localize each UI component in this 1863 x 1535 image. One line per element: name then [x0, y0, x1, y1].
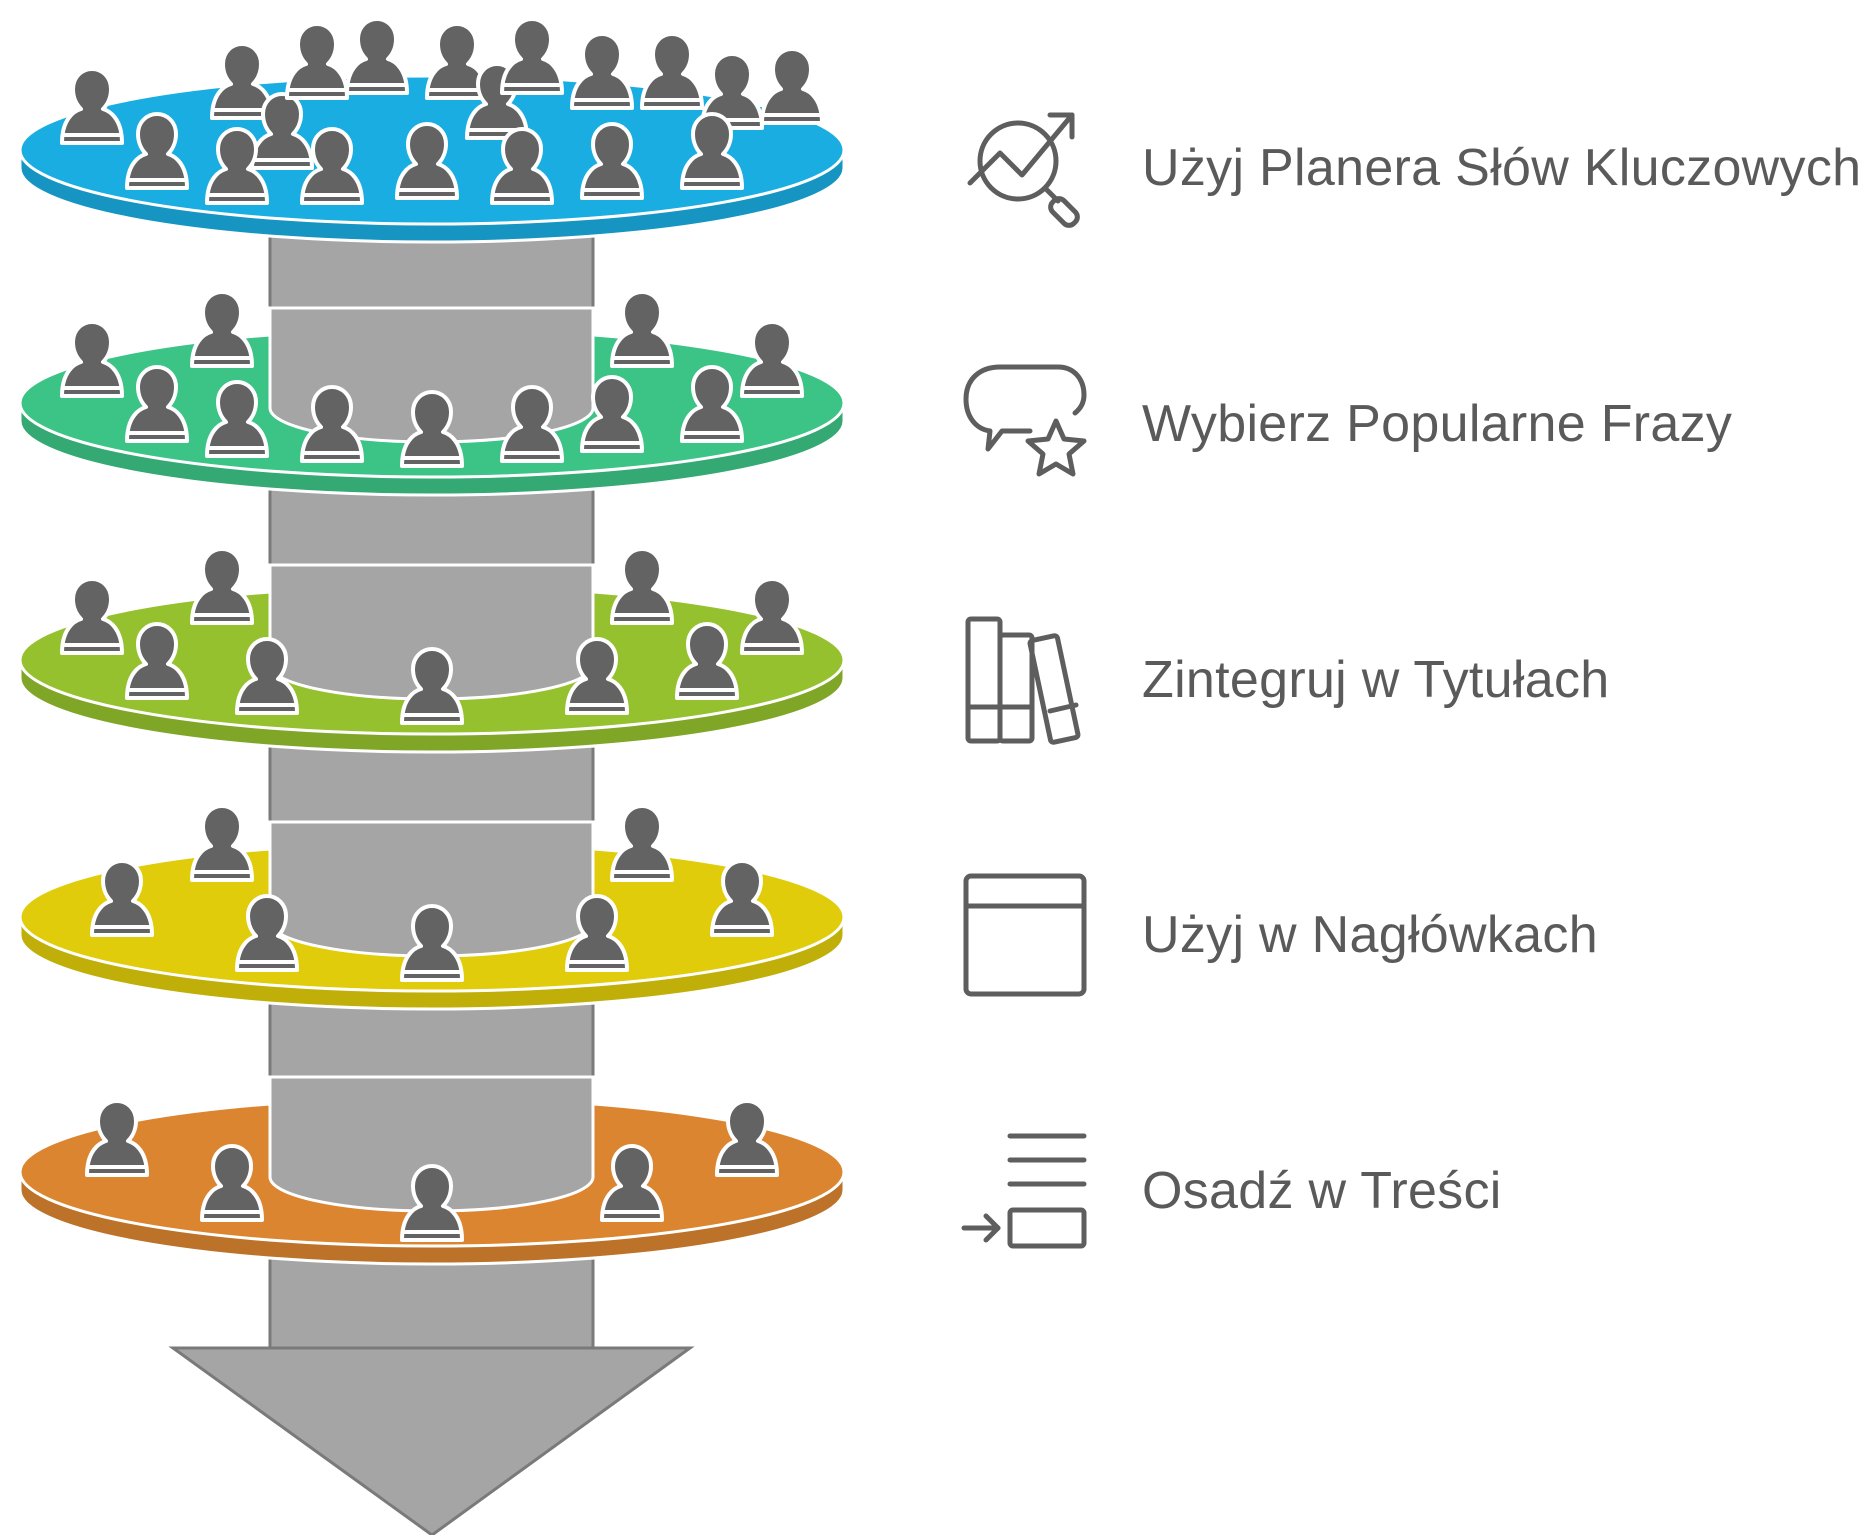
step-1: Użyj Planera Słów Kluczowych — [960, 103, 1862, 233]
step-label: Zintegruj w Tytułach — [1142, 651, 1610, 709]
chat-star-icon — [963, 364, 1087, 477]
books-icon — [965, 616, 1081, 745]
step-5: Osadź w Treści — [960, 1126, 1860, 1256]
step-label: Osadź w Treści — [1142, 1162, 1502, 1220]
funnel-graphic — [18, 17, 846, 1535]
person-icon — [190, 290, 254, 368]
person-icon — [345, 17, 409, 95]
funnel-layer-3 — [18, 547, 846, 754]
keyword-research-icon — [967, 112, 1080, 228]
person-icon — [570, 32, 634, 110]
funnel-layer-4 — [18, 804, 846, 1011]
person-icon — [285, 22, 349, 100]
step-4: Użyj w Nagłówkach — [960, 870, 1860, 1000]
person-icon — [500, 17, 564, 95]
funnel-layer-1 — [18, 17, 846, 244]
person-icon — [760, 47, 824, 125]
step-label: Użyj Planera Słów Kluczowych — [1142, 139, 1862, 197]
step-2: Wybierz Popularne Frazy — [960, 359, 1860, 489]
window-header-icon — [963, 873, 1087, 997]
arrow-head — [168, 1346, 695, 1535]
person-icon — [610, 804, 674, 882]
insert-content-icon — [961, 1133, 1087, 1249]
step-label: Użyj w Nagłówkach — [1142, 906, 1598, 964]
person-icon — [610, 290, 674, 368]
step-label: Wybierz Popularne Frazy — [1142, 395, 1733, 453]
person-icon — [190, 804, 254, 882]
step-3: Zintegruj w Tytułach — [960, 615, 1860, 745]
funnel-layer-2 — [18, 290, 846, 497]
funnel-layer-5 — [18, 1075, 846, 1266]
person-icon — [640, 32, 704, 110]
person-icon — [190, 547, 254, 625]
person-icon — [610, 547, 674, 625]
